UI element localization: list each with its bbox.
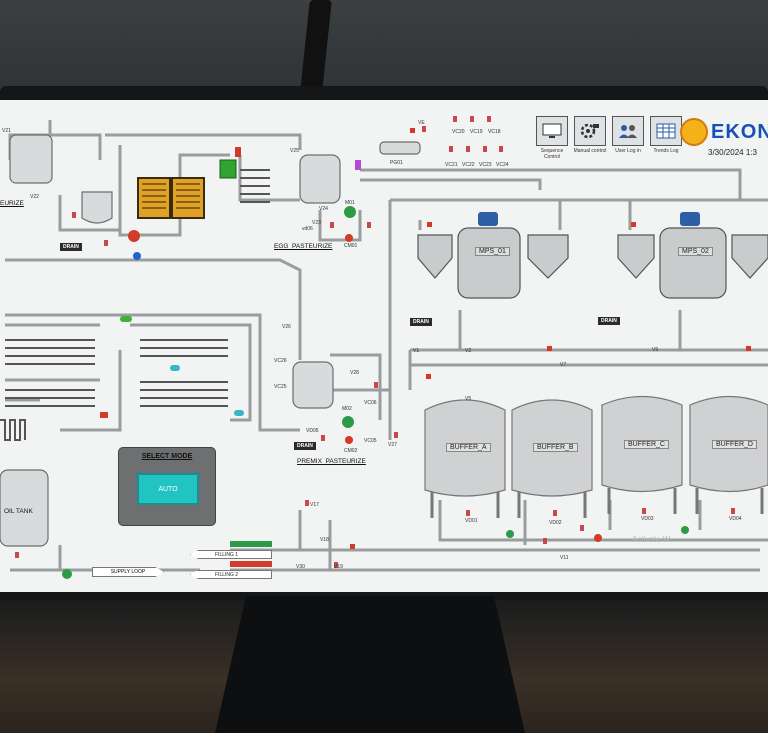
drain-label-1: DRAIN: [60, 243, 82, 251]
valve-v2[interactable]: V2: [465, 348, 472, 354]
monitor-icon: [536, 116, 568, 146]
user-login-button[interactable]: User Log in: [611, 116, 645, 160]
valve-vc19[interactable]: VC19: [470, 129, 483, 135]
egg-pasteurize-label: EGG_PASTEURIZE: [274, 243, 333, 250]
motor-m01[interactable]: M01: [345, 200, 355, 206]
filling-1-status: [230, 541, 272, 547]
mps-02-label: MPS_02: [678, 247, 713, 256]
valve-vc20[interactable]: VC20: [452, 129, 465, 135]
valve-vc18[interactable]: VC18: [488, 129, 501, 135]
valve-vd02[interactable]: VD02: [549, 520, 562, 526]
valve-v22[interactable]: V22: [30, 194, 39, 200]
valve-vc23[interactable]: VC23: [479, 162, 492, 168]
valve-vc05[interactable]: VC05: [364, 438, 377, 444]
buffer-d-label: BUFFER_D: [712, 440, 757, 449]
scada-screen: EURIZE EGG_PASTEURIZE PREMIX_PASTEURIZE …: [0, 100, 768, 592]
brand: EKON: [680, 118, 768, 146]
pid-diagram: [0, 116, 768, 579]
valve-vc22[interactable]: VC22: [462, 162, 475, 168]
valve-v27[interactable]: V27: [388, 442, 397, 448]
select-mode-title: SELECT MODE: [141, 453, 193, 460]
manual-control-label: Manual control: [573, 148, 607, 154]
gauge-pg01: PG01: [390, 160, 403, 166]
supply-loop[interactable]: SUPPLY LOOP: [92, 567, 164, 577]
pump-cm01[interactable]: CM01: [344, 243, 358, 249]
drain-label-2: DRAIN: [410, 318, 432, 326]
valve-v19[interactable]: V19: [334, 564, 343, 570]
toolbar: Sequence Control Manual control User Log…: [535, 116, 683, 160]
valve-v24[interactable]: V24: [319, 206, 328, 212]
filling-2-status: [230, 561, 272, 567]
drain-label-3: DRAIN: [598, 317, 620, 325]
valve-vd01[interactable]: VD01: [465, 518, 478, 524]
eurize-label: EURIZE: [0, 200, 24, 207]
premix-pasteurize-label: PREMIX_PASTEURIZE: [297, 458, 366, 465]
buffer-a-label: BUFFER_A: [446, 443, 491, 452]
brand-badge-icon: [680, 118, 708, 146]
trends-log-button[interactable]: Trends Log: [649, 116, 683, 160]
gear-icon: [574, 116, 606, 146]
valve-v9[interactable]: V9: [652, 347, 659, 353]
activation-watermark: Activate W: [632, 535, 671, 544]
filling-2[interactable]: FILLING 2: [190, 570, 272, 579]
valve-vc24[interactable]: VC24: [496, 162, 509, 168]
valve-vd04[interactable]: VD04: [729, 516, 742, 522]
valve-v26[interactable]: V26: [282, 324, 291, 330]
valve-vd06[interactable]: vd06: [302, 226, 313, 232]
buffer-c-label: BUFFER_C: [624, 440, 669, 449]
datetime: 3/30/2024 1:3: [708, 148, 757, 157]
valve-ve[interactable]: VE: [418, 120, 425, 126]
valve-v11[interactable]: V11: [560, 555, 569, 561]
valve-vd05[interactable]: VD05: [306, 428, 319, 434]
valve-v1[interactable]: V1: [413, 348, 420, 354]
valve-vc25[interactable]: VC25: [274, 384, 287, 390]
valve-v7[interactable]: V7: [560, 362, 567, 368]
valve-v18[interactable]: V18: [320, 537, 329, 543]
background-wall: [0, 0, 768, 95]
sequence-control-button[interactable]: Sequence Control: [535, 116, 569, 160]
valve-vc06[interactable]: VC06: [364, 400, 377, 406]
users-icon: [612, 116, 644, 146]
motor-m02[interactable]: M02: [342, 406, 352, 412]
select-mode-panel: SELECT MODE AUTO: [118, 447, 216, 526]
valve-vd03[interactable]: VD03: [641, 516, 654, 522]
buffer-b-label: BUFFER_B: [533, 443, 578, 452]
monitor-stand: [215, 596, 525, 733]
valve-vc21[interactable]: VC21: [445, 162, 458, 168]
valve-v28[interactable]: V28: [350, 370, 359, 376]
oil-tank-label: OIL TANK: [4, 508, 33, 515]
pump-cm02[interactable]: CM02: [344, 448, 358, 454]
valve-v23[interactable]: V23: [312, 220, 321, 226]
valve-v21[interactable]: V21: [2, 128, 11, 134]
manual-control-button[interactable]: Manual control: [573, 116, 607, 160]
brand-name: EKON: [711, 120, 768, 143]
sequence-control-label: Sequence Control: [540, 148, 564, 160]
filling-1[interactable]: FILLING 1: [190, 550, 272, 559]
valve-vc26[interactable]: VC26: [274, 358, 287, 364]
trends-log-label: Trends Log: [653, 148, 679, 154]
table-icon: [650, 116, 682, 146]
drain-label-4: DRAIN: [294, 442, 316, 450]
valve-v25[interactable]: V25: [290, 148, 299, 154]
valve-v5[interactable]: V5: [465, 396, 472, 402]
valve-v17[interactable]: V17: [310, 502, 319, 508]
user-login-label: User Log in: [615, 148, 641, 154]
mps-01-label: MPS_01: [475, 247, 510, 256]
auto-mode-button[interactable]: AUTO: [137, 473, 199, 505]
valve-v30[interactable]: V30: [296, 564, 305, 570]
